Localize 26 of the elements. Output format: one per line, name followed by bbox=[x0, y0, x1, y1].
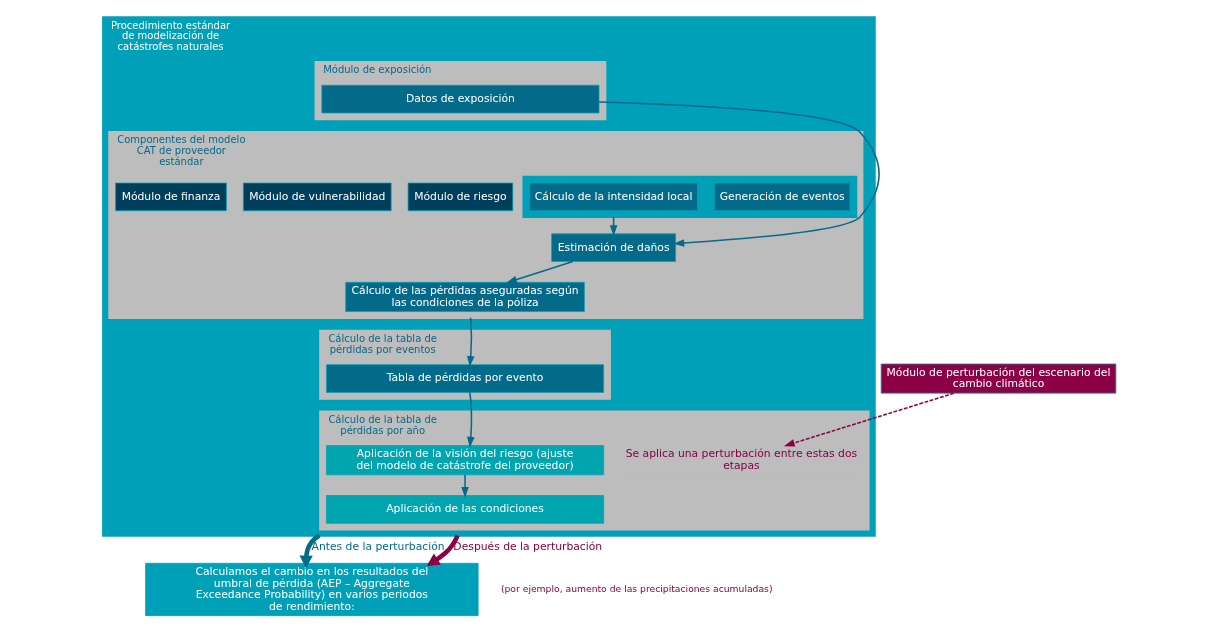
arrow bbox=[299, 533, 321, 569]
node-box: Aplicación de la visión del riesgo (ajuste del modelo de catástrofe del proveedor) bbox=[326, 445, 604, 476]
node-box: Aplicación de las condiciones bbox=[326, 495, 604, 524]
node-box: Datos de exposición bbox=[321, 84, 600, 114]
cluster bbox=[522, 175, 858, 219]
node-text: Se aplica una perturbación entre estas dos etapas bbox=[625, 447, 858, 472]
node-box: Cálculo de la intensidad local bbox=[529, 182, 698, 212]
label: (por ejemplo, aumento de las precipitaciones acumuladas) bbox=[500, 582, 773, 594]
node-box: Módulo de riesgo bbox=[407, 182, 514, 212]
arrow bbox=[467, 391, 475, 448]
node-box: Calculamos el cambio en los resultados del umbral de pérdida (AEP – Aggregate Exceedance Probability) en varios periodos de rendimiento: bbox=[145, 562, 479, 617]
edge-label: Antes de la perturbación bbox=[311, 540, 445, 554]
node-box: Módulo de vulnerabilidad bbox=[242, 182, 392, 212]
node-box: Estimación de daños bbox=[551, 233, 676, 262]
node-box: Tabla de pérdidas por evento bbox=[326, 364, 604, 393]
arrow bbox=[506, 260, 574, 284]
arrow bbox=[467, 316, 475, 367]
node-box: Cálculo de las pérdidas aseguradas según las condiciones de la póliza bbox=[345, 281, 585, 312]
node-box: Módulo de perturbación del escenario del cambio climático bbox=[880, 363, 1117, 394]
arrow bbox=[461, 474, 469, 498]
arrow bbox=[426, 534, 460, 566]
edge-label: Después de la perturbación bbox=[453, 540, 603, 554]
node-box: Generación de eventos bbox=[714, 182, 851, 212]
arrow bbox=[598, 101, 880, 247]
node-box: Módulo de finanza bbox=[115, 182, 227, 212]
arrow bbox=[783, 392, 955, 447]
